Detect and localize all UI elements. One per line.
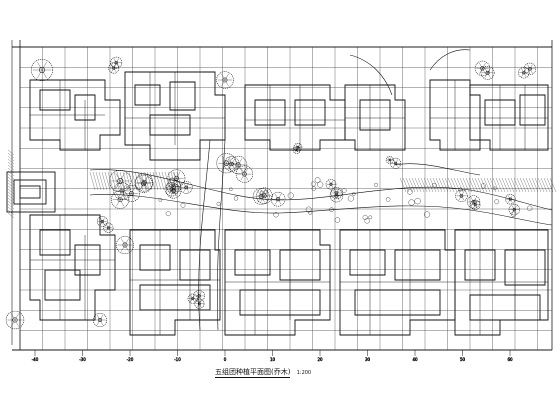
axis-ticks: -40 -30 -20 -10 0 10 20 30 40 50 60 (31, 350, 513, 362)
drawing-title: 五组团种植平面图(乔木) (215, 368, 291, 378)
axis-tick-label: 30 (365, 357, 371, 362)
axis-tick-label: -20 (127, 357, 134, 362)
axis-tick-label: 50 (460, 357, 466, 362)
axis-tick-label: -40 (32, 357, 39, 362)
axis-tick-label: 20 (317, 357, 323, 362)
axis-tick-label: 60 (507, 357, 513, 362)
building-footprints (6, 71, 549, 336)
drawing-scale: 1:200 (296, 370, 312, 376)
planting-strip-hatch (7, 149, 557, 219)
axis-tick-label: 0 (224, 357, 227, 362)
axis-tick-label: -30 (79, 357, 86, 362)
interior-walls (30, 72, 548, 335)
drawing-caption: 五组团种植平面图(乔木) 1:200 (215, 367, 312, 378)
coordinate-grid (19, 46, 552, 350)
tree-symbols (5, 56, 537, 330)
axis-tick-label: 10 (270, 357, 276, 362)
axis-tick-label: 40 (412, 357, 418, 362)
axis-tick-label: -10 (174, 357, 181, 362)
central-walkway (89, 49, 553, 331)
